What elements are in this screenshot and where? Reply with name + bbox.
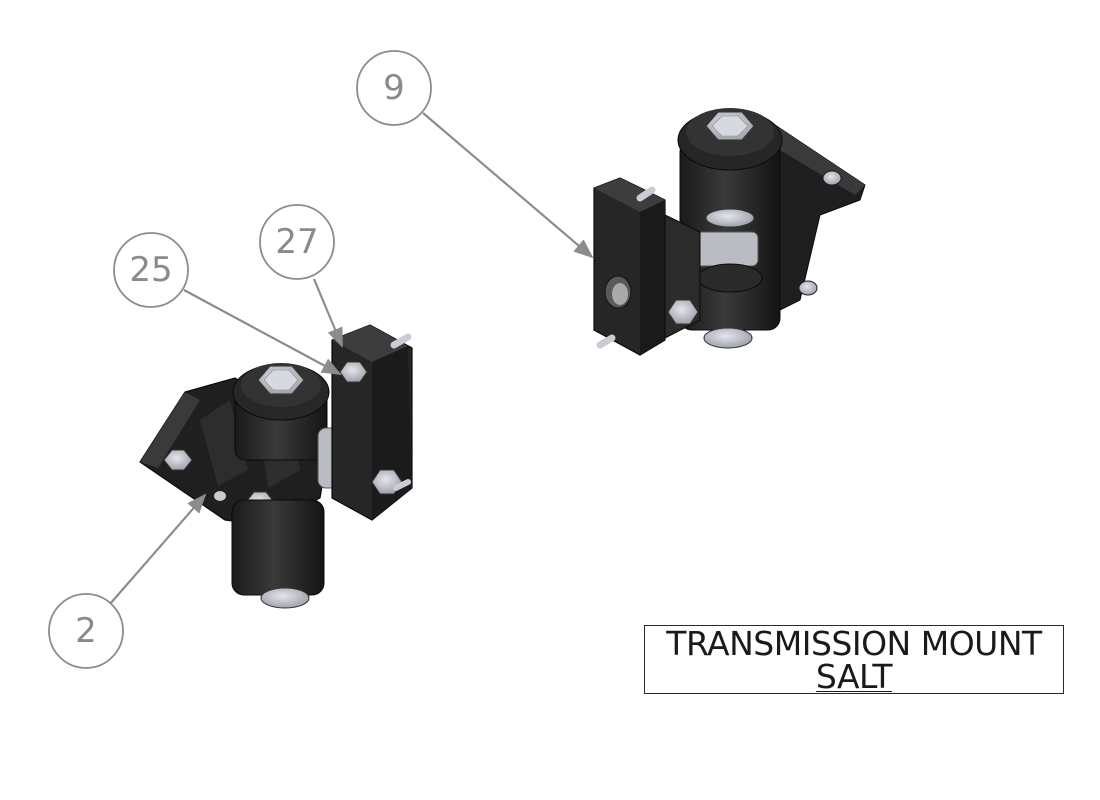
leader-lines [109, 112, 594, 605]
title-block: TRANSMISSION MOUNT SALT [644, 625, 1064, 694]
balloon-27: 27 [259, 204, 335, 280]
leader-2 [109, 493, 207, 605]
leader-27 [312, 278, 344, 348]
balloon-9-label: 9 [383, 68, 405, 108]
balloon-2-label: 2 [75, 611, 97, 651]
title-line-2: SALT [645, 660, 1063, 693]
balloon-27-label: 27 [275, 222, 318, 262]
balloon-2: 2 [48, 593, 124, 669]
mount-assembly-right [593, 108, 866, 356]
balloon-25-label: 25 [129, 250, 172, 290]
leader-25 [183, 289, 342, 375]
balloon-25: 25 [113, 232, 189, 308]
leader-9 [422, 112, 594, 259]
balloon-9: 9 [356, 50, 432, 126]
mount-assembly-left [139, 324, 413, 609]
title-line-2-text: SALT [815, 657, 893, 696]
title-line-1: TRANSMISSION MOUNT [666, 624, 1042, 663]
